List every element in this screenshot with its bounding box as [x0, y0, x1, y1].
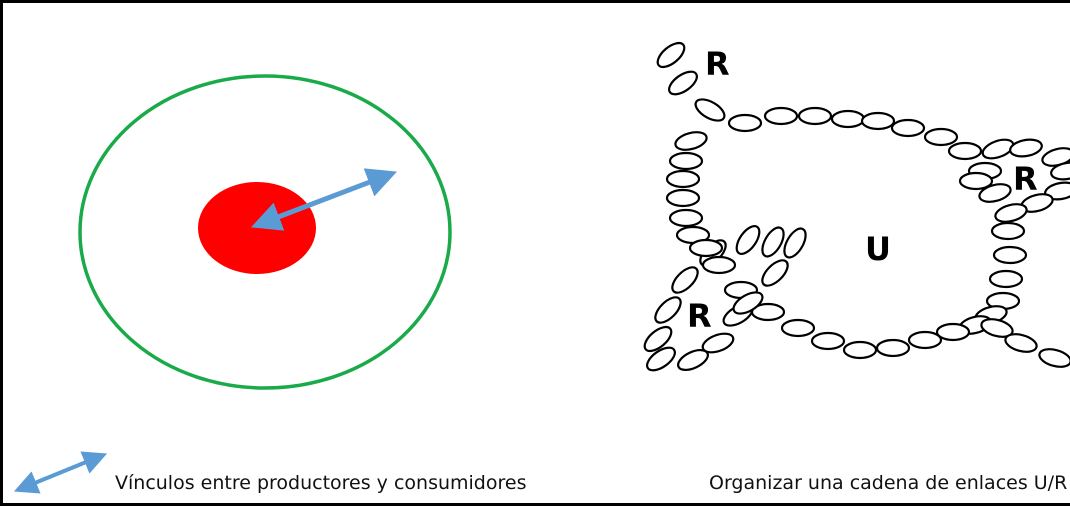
- chain-link: [935, 322, 971, 342]
- chain-link: [643, 325, 673, 353]
- chain-link: [674, 131, 708, 151]
- chain-link: [980, 318, 1014, 338]
- chain-caption: Organizar una cadena de enlaces U/R: [709, 472, 1068, 494]
- chain-link: [727, 113, 763, 133]
- chain-link: [668, 208, 704, 228]
- chain-link: [981, 138, 1015, 160]
- chain-link: [761, 259, 789, 287]
- chain-link: [958, 171, 994, 191]
- chain-link: [646, 346, 676, 372]
- chain-link: [990, 221, 1026, 241]
- label-u-center: U: [865, 230, 891, 268]
- chain-link: [860, 111, 896, 131]
- chain-link: [761, 226, 785, 258]
- chain-link: [923, 127, 959, 147]
- chain-link: [947, 141, 983, 161]
- chain-link: [735, 225, 761, 255]
- chain-link: [830, 109, 866, 129]
- chain-link: [994, 203, 1028, 223]
- label-r-bottom-left: R: [687, 297, 712, 335]
- chain-link: [907, 330, 943, 350]
- chain-link: [1038, 348, 1070, 368]
- outer-green-ring: [78, 74, 452, 390]
- chain-link: [875, 338, 911, 358]
- chain-link: [665, 169, 701, 189]
- chain-link: [732, 291, 764, 315]
- link-chain: [643, 41, 1070, 372]
- chain-link: [780, 318, 816, 338]
- chain-link: [890, 118, 926, 138]
- legend-link-arrow-icon: [13, 451, 108, 494]
- chain-link: [701, 332, 735, 354]
- chain-link: [694, 98, 726, 122]
- chain-link: [978, 183, 1012, 203]
- chain-link: [1004, 333, 1038, 353]
- chain-link: [763, 106, 799, 126]
- chain-link: [671, 266, 699, 294]
- left-diagram: [78, 74, 452, 390]
- label-r-right: R: [1013, 160, 1038, 198]
- chain-link: [810, 331, 846, 351]
- label-r-top-left: R: [705, 45, 730, 83]
- chain-link: [701, 255, 737, 275]
- red-core: [198, 182, 316, 274]
- chain-link: [688, 238, 724, 258]
- chain-link: [797, 106, 833, 126]
- chain-link: [656, 41, 686, 69]
- chain-link: [665, 188, 701, 208]
- chain-link: [668, 70, 698, 96]
- chain-link: [654, 296, 682, 324]
- chain-link: [988, 269, 1024, 289]
- chain-link: [668, 151, 704, 171]
- chain-link: [677, 348, 709, 372]
- chain-link: [992, 245, 1028, 265]
- diagram-svg: R R R U: [13, 41, 1070, 494]
- legend-caption: Vínculos entre productores y consumidore…: [115, 472, 527, 494]
- producer-consumer-link-arrow: [250, 168, 398, 231]
- chain-link: [1009, 138, 1043, 158]
- chain-link: [842, 340, 878, 360]
- chain-link: [783, 227, 807, 259]
- chain-link: [1050, 161, 1070, 181]
